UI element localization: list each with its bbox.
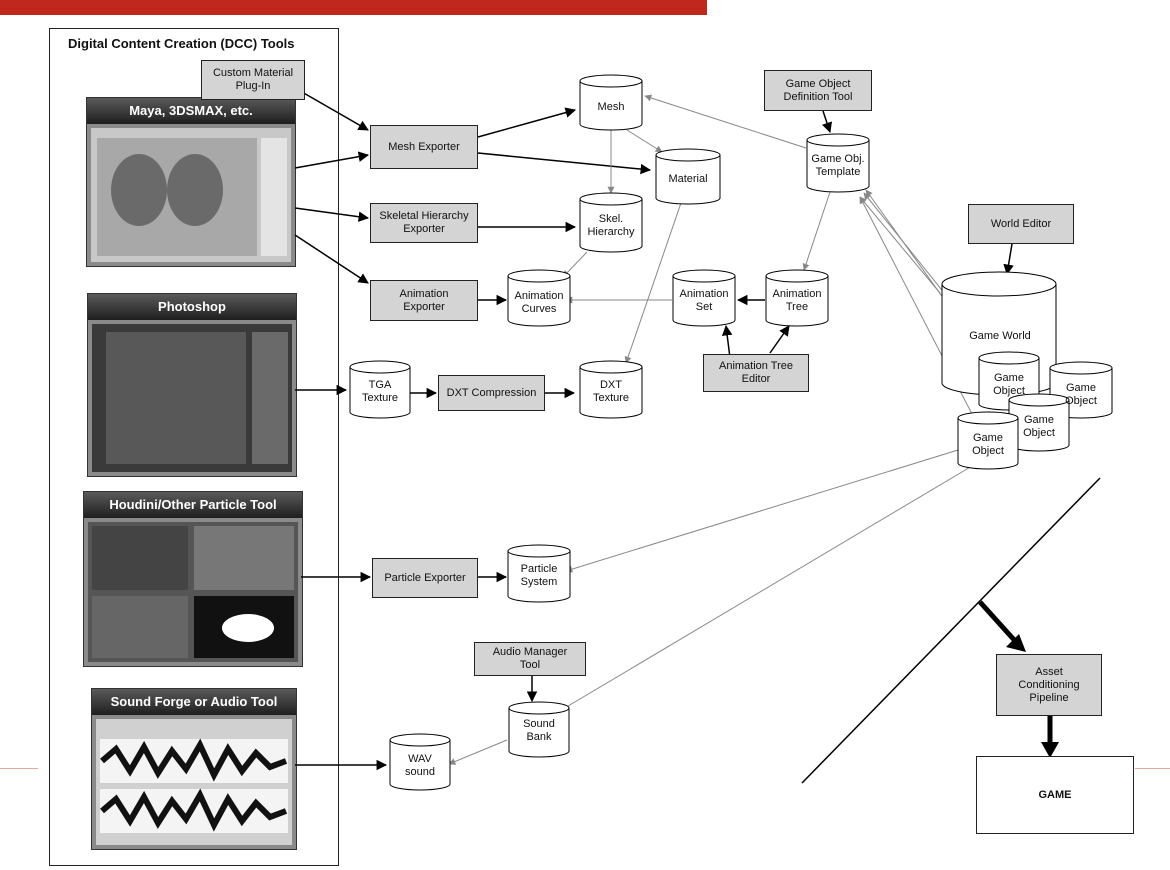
tool-soundforge-label: Sound Forge or Audio Tool (92, 689, 296, 715)
edge-mesh-exporter-material (477, 152, 652, 175)
box-animation-tree-editor: Animation Tree Editor (703, 354, 809, 392)
cyl-sound-bank-label: Sound Bank (523, 718, 555, 743)
cyl-wav (389, 733, 451, 791)
tool-photoshop-label: Photoshop (88, 294, 296, 320)
cyl-game-object-2-label: Game Object (1065, 382, 1097, 407)
box-custom-material-plugin: Custom Material Plug-In (201, 60, 305, 100)
cyl-particle (507, 544, 571, 603)
cyl-wav-label: WAV sound (405, 753, 435, 778)
edge-mesh-material (626, 129, 663, 153)
box-animation-exporter: Animation Exporter (370, 280, 478, 321)
cyl-dxt-label: DXT Texture (592, 379, 630, 404)
cyl-game-object-4-label: Game Object (972, 432, 1004, 457)
arrowhead-pipeline-in (1006, 634, 1026, 652)
edge-def-tool-template (822, 110, 832, 133)
houdini-screenshot (88, 522, 298, 662)
tool-maya-label: Maya, 3DSMAX, etc. (87, 98, 295, 124)
cyl-mesh-label: Mesh (597, 100, 625, 113)
thick-arrowheads (1006, 634, 1059, 758)
cyl-particle-label: Particle System (520, 563, 558, 588)
cylinders (349, 74, 1113, 791)
cyl-mesh (579, 74, 643, 131)
left-rule (0, 768, 38, 769)
cyl-game-obj-template-label: Game Obj. Template (811, 153, 865, 178)
cyl-skel (579, 192, 643, 253)
cyl-game-object-3 (1008, 393, 1070, 452)
tool-houdini-label: Houdini/Other Particle Tool (84, 492, 302, 518)
edge-curves-skel (562, 251, 588, 278)
tool-photoshop: Photoshop (87, 293, 297, 477)
edge-material-dxt (624, 199, 683, 364)
tool-maya: Maya, 3DSMAX, etc. (86, 97, 296, 267)
edge-go4-particle (565, 449, 959, 573)
cyl-game-object-4 (957, 411, 1019, 470)
tool-soundforge: Sound Forge or Audio Tool (91, 688, 297, 850)
edge-template-mesh (644, 94, 807, 149)
edge-bank-wav (448, 739, 508, 765)
edge-mesh-exporter-mesh (477, 107, 577, 138)
box-game-object-definition-tool: Game Object Definition Tool (764, 70, 872, 111)
box-dxt-compression: DXT Compression (438, 375, 545, 411)
cyl-sound-bank (508, 701, 570, 758)
edge-maya-anim-exporter (294, 234, 369, 284)
right-rule (1135, 768, 1170, 769)
thick-connectors (978, 600, 1053, 746)
cyl-material-label: Material (668, 172, 708, 185)
cyl-game-object-1-label: Game Object (993, 372, 1025, 397)
cyl-tga-label: TGA Texture (361, 379, 399, 404)
title-bar-accent (0, 0, 707, 15)
edge-plugin-mesh-exporter (294, 87, 369, 131)
tool-houdini: Houdini/Other Particle Tool (83, 491, 303, 667)
edge-tree-editor-set (721, 324, 733, 359)
cyl-game-world-label: Game World (969, 329, 1031, 342)
edge-go4-bank (557, 465, 973, 713)
edge-pipeline-in (978, 600, 1018, 644)
dcc-panel-title: Digital Content Creation (DCC) Tools (68, 36, 295, 51)
cyl-material (655, 148, 721, 205)
black-connectors (294, 87, 1014, 771)
cyl-anim-set-label: Animation Set (679, 288, 729, 313)
cyl-game-obj-template (806, 133, 870, 193)
cyl-game-object-3-label: Game Object (1023, 414, 1055, 439)
photoshop-screenshot (92, 324, 292, 472)
box-asset-conditioning-pipeline: Asset Conditioning Pipeline (996, 654, 1102, 716)
box-skeletal-hierarchy-exporter: Skeletal Hierarchy Exporter (370, 203, 478, 243)
edge-world-template (859, 196, 941, 294)
edge-world-editor-world (1003, 243, 1014, 276)
cyl-anim-curves-label: Animation Curves (514, 290, 564, 315)
box-particle-exporter: Particle Exporter (372, 558, 478, 598)
cyl-anim-tree (765, 269, 829, 327)
box-game: GAME (976, 756, 1134, 834)
edge-maya-skeletal-exporter (294, 207, 370, 222)
box-audio-manager-tool: Audio Manager Tool (474, 642, 586, 676)
arrowhead-pipeline-game (1041, 742, 1059, 758)
soundforge-screenshot (96, 719, 292, 845)
cyl-dxt (579, 360, 643, 419)
game-divider-line (801, 477, 1101, 784)
cyl-tga (349, 360, 411, 419)
box-world-editor: World Editor (968, 204, 1074, 244)
edge-tree-editor-tree (769, 325, 790, 354)
cyl-anim-tree-label: Animation Tree (772, 288, 822, 313)
cyl-skel-label: Skel. Hierarchy (587, 213, 635, 238)
edge-maya-mesh-exporter (294, 151, 370, 169)
maya-screenshot (91, 128, 291, 262)
cyl-anim-set (672, 269, 736, 327)
cyl-anim-curves (507, 269, 571, 327)
box-mesh-exporter: Mesh Exporter (370, 125, 478, 169)
edge-template-tree (802, 191, 831, 271)
